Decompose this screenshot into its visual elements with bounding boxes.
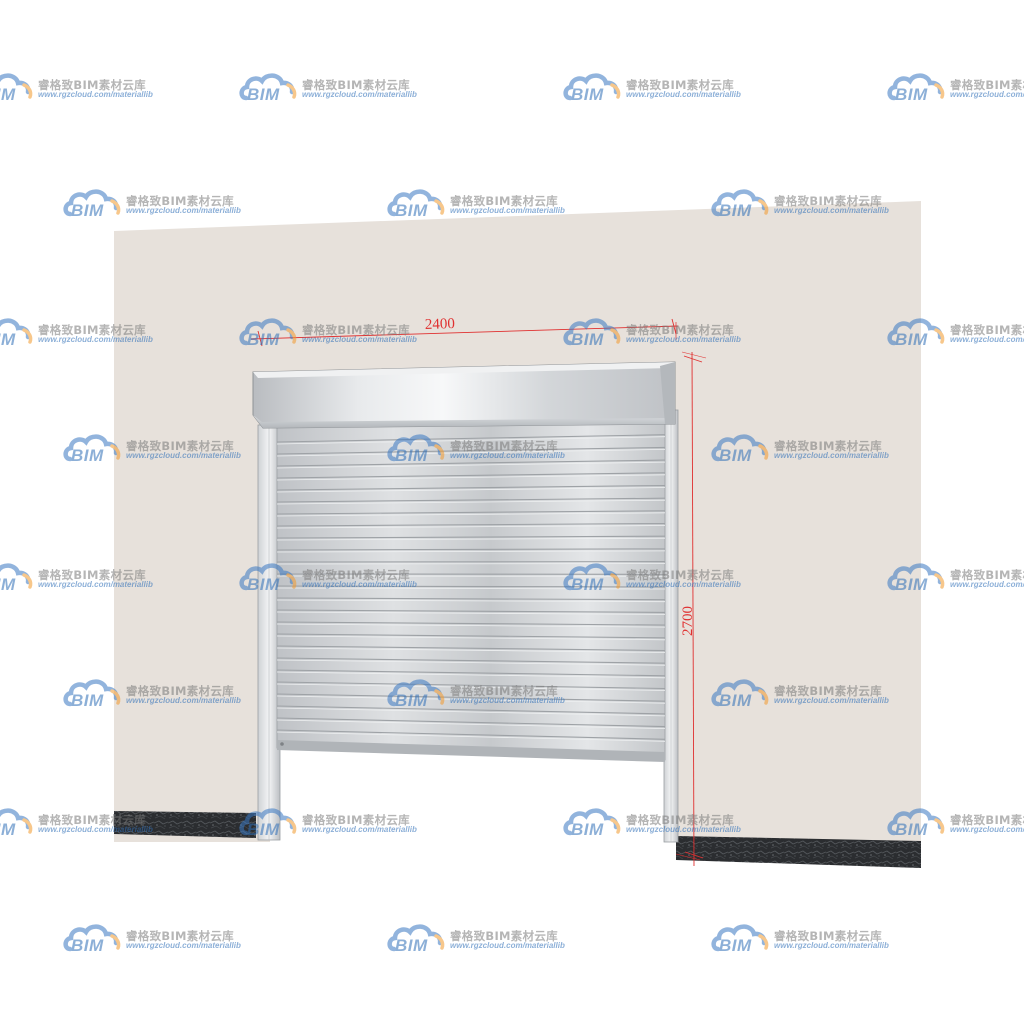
floor-slab-left [114,811,256,838]
right-guide-rail [664,410,678,842]
width-dimension-label: 2400 [425,316,455,333]
shutter-curtain [277,418,665,762]
height-dimension-label: 2700 [680,606,696,636]
floor-slab-right [676,836,921,868]
roller-box [253,362,675,428]
